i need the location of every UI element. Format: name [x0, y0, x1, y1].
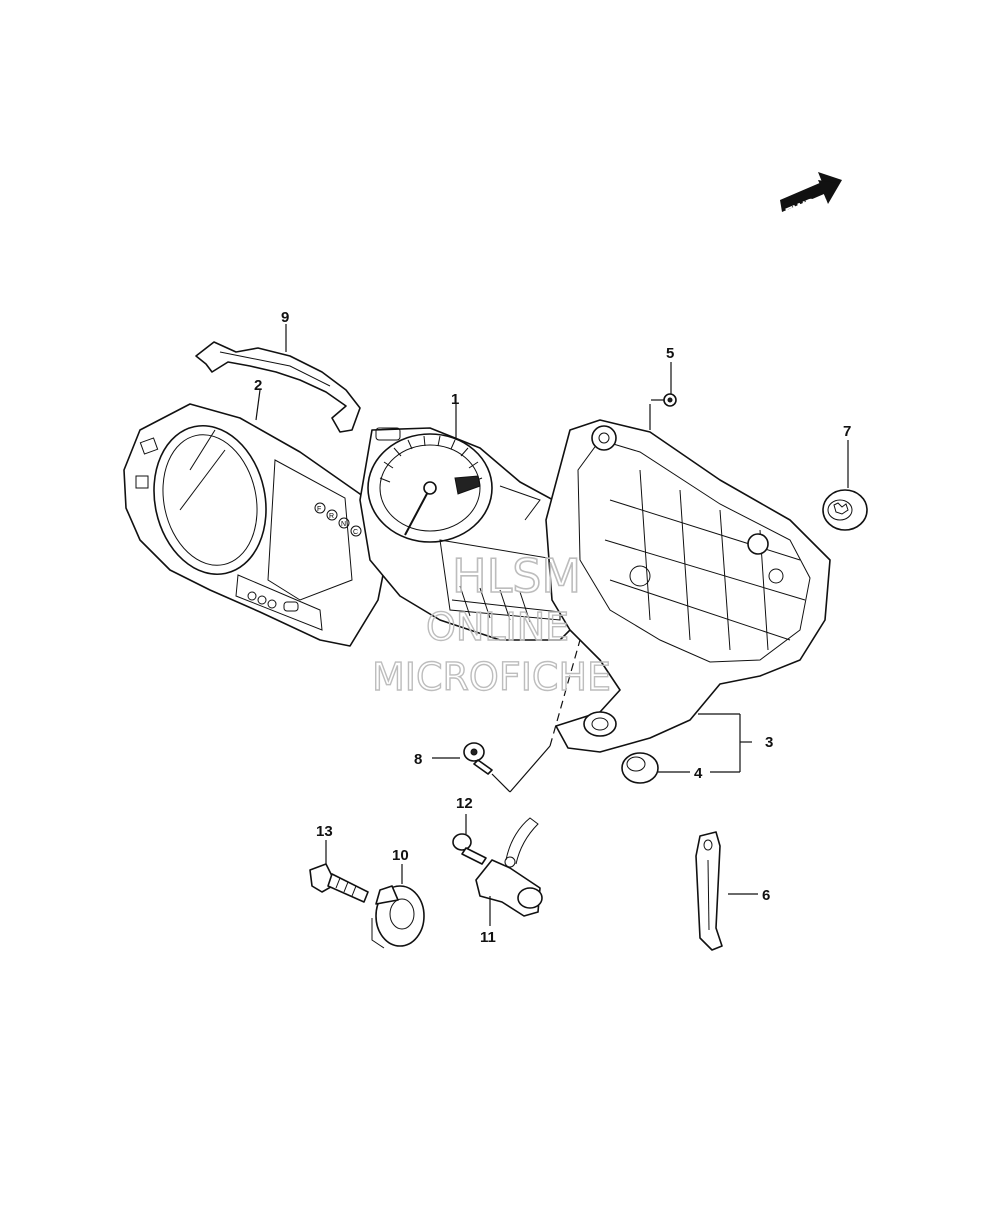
gear-letter-f: F [317, 506, 321, 513]
watermark-line-3: MICROFICHE [372, 655, 611, 699]
callout-6: 6 [762, 887, 770, 904]
part-1-combination-meter [359, 427, 601, 641]
part-11-sensor [475, 817, 543, 917]
callout-2: 2 [254, 377, 262, 394]
part-8-bolt [463, 742, 493, 775]
gear-letter-c: C [353, 529, 358, 536]
callout-3: 3 [765, 734, 773, 751]
part-13-bolt [309, 863, 369, 903]
callout-12: 12 [456, 795, 473, 812]
gear-letter-r: R [329, 513, 334, 520]
leader-lines [255, 324, 849, 926]
part-2-meter-case: F R N C [123, 403, 393, 647]
part-4-cushion [621, 752, 659, 784]
callouts: 1 2 3 4 5 6 7 8 9 10 11 12 13 [254, 309, 851, 946]
callout-9: 9 [281, 309, 289, 326]
callout-11: 11 [480, 929, 496, 946]
part-9-cover [195, 341, 361, 433]
fwd-arrow-icon: FWD [780, 172, 842, 221]
callout-13: 13 [316, 823, 333, 840]
callout-10: 10 [392, 847, 409, 864]
callout-7: 7 [843, 423, 851, 440]
part-10-collar [371, 885, 425, 949]
part-5-screw [651, 393, 677, 407]
callout-4: 4 [694, 765, 703, 782]
part-6-band [695, 831, 723, 951]
part-12-screw [452, 833, 487, 865]
part-7-grommet [822, 489, 868, 531]
callout-1: 1 [451, 391, 459, 408]
callout-5: 5 [666, 345, 674, 362]
watermark-line-2: ONLINE [426, 605, 569, 649]
watermark: HLSM ONLINE MICROFICHE [371, 548, 611, 700]
watermark-line-1: HLSM [452, 549, 581, 603]
gear-letter-n: N [341, 521, 346, 528]
part-3-meter-housing [545, 419, 831, 753]
callout-8: 8 [414, 751, 422, 768]
